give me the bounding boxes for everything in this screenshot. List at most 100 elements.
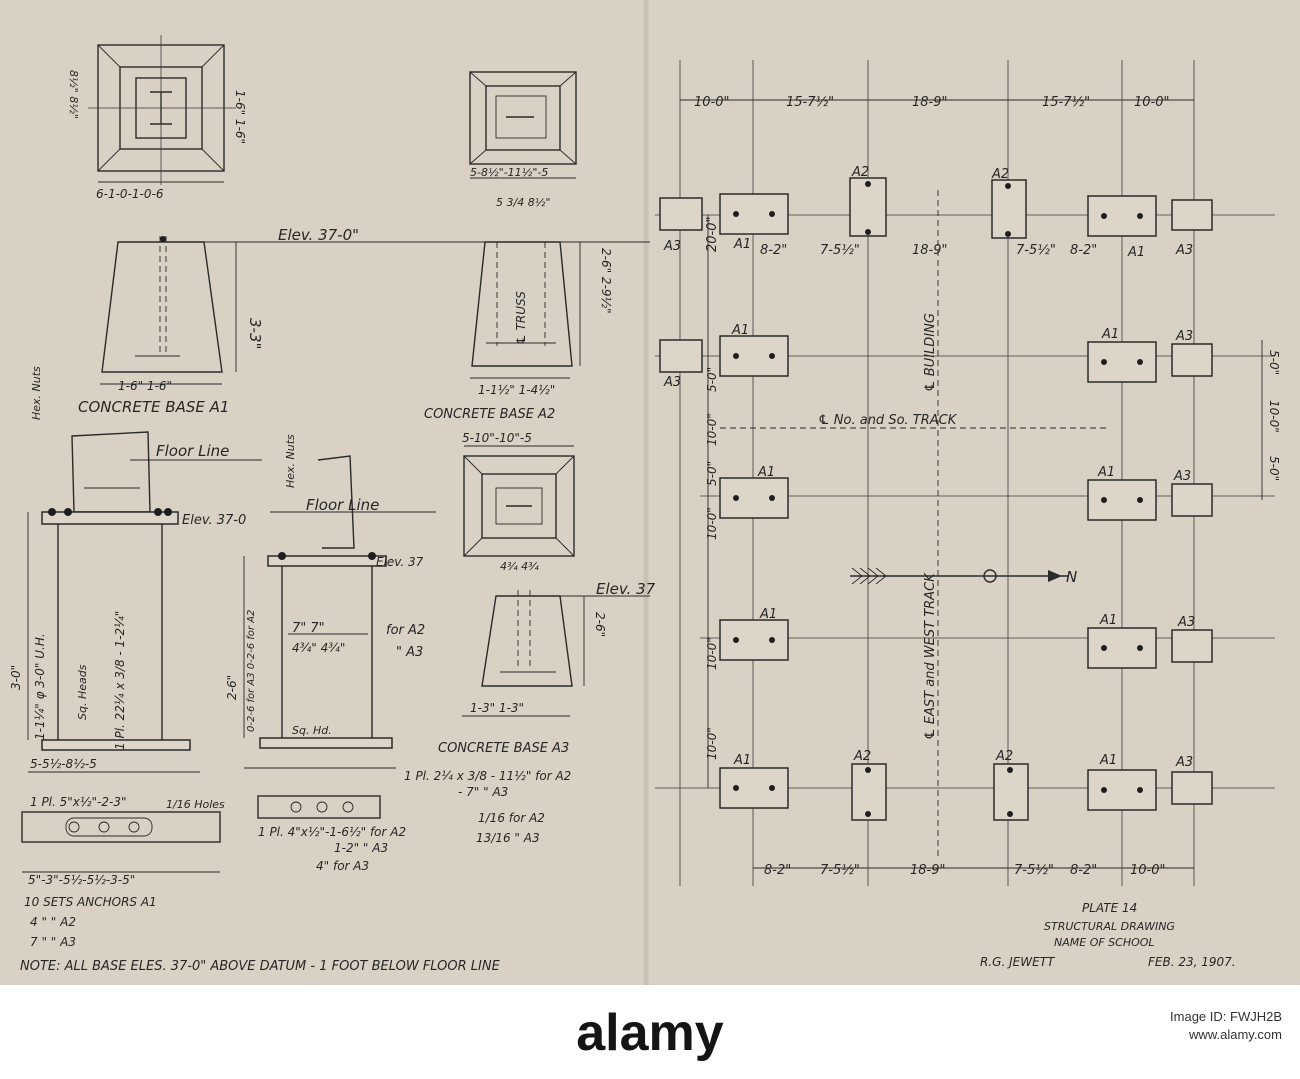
left-dim-5: 10-0"	[705, 507, 719, 540]
footing-a3-plan: 5-10"-10"-5 4¾ 4¾	[462, 431, 575, 573]
right-dim-2: 10-0"	[1267, 400, 1281, 433]
a2-plate-4c: 4" for A3	[316, 859, 369, 873]
watermark-url: www.alamy.com	[1189, 1027, 1282, 1042]
tag-a2-r5b: A2	[995, 749, 1013, 764]
left-dim-2: 5-0"	[705, 367, 719, 392]
a2-tip-height: 2-6"	[225, 675, 239, 700]
a2-plan-sub: 5 3/4 8½"	[496, 196, 550, 209]
a2-holes-a2: 1/16 for A2	[478, 811, 545, 825]
a2-plate-4b: 1-2" " A3	[334, 841, 388, 855]
tag-a3-r2b: A3	[1175, 329, 1193, 344]
tag-a1-r4b: A1	[1099, 613, 1117, 628]
a2-for-a2: for A2	[386, 623, 425, 638]
a3-height: 2-6"	[593, 612, 607, 637]
a2-width: 7" 7"	[292, 621, 325, 636]
author: R.G. JEWETT	[980, 955, 1056, 969]
a2-sq-hd: Sq. Hd.	[292, 724, 332, 737]
mid-dim-3: 18-9"	[912, 243, 947, 258]
bottom-dim-1: 8-2"	[764, 863, 791, 878]
tag-a1-r1: A1	[733, 237, 751, 252]
a1-hex-nuts: Hex. Nuts	[30, 366, 43, 420]
a1-holes: 1/16 Holes	[166, 798, 225, 811]
bottom-dim-2: 7-5½"	[820, 863, 860, 878]
tag-a1-r5: A1	[733, 753, 751, 768]
a3-bottom-dims: 1-3" 1-3"	[470, 701, 524, 715]
tag-a1-r3b: A1	[1097, 465, 1115, 480]
anchor-notes: 10 SETS ANCHORS A1 4 " " A2 7 " " A3 NOT…	[20, 895, 501, 974]
plan-bolts	[733, 181, 1143, 817]
a2-truss-label: ℄ TRUSS	[514, 291, 528, 345]
a2-plate-a2: 1 Pl. 2¼ x 3/8 - 11½" for A2	[404, 769, 571, 783]
a1-plan-side: 1-6" 1-6"	[233, 90, 247, 144]
plate-number: PLATE 14	[1082, 901, 1137, 915]
east-west-track: ℄ EAST and WEST TRACK	[923, 572, 938, 740]
drawing-kind: STRUCTURAL DRAWING	[1044, 920, 1175, 933]
sets-a1: 10 SETS ANCHORS A1	[24, 895, 157, 909]
top-dim-5: 10-0"	[1134, 95, 1169, 110]
tag-a1-r5b: A1	[1099, 753, 1117, 768]
bottom-dim-4: 7-5½"	[1014, 863, 1054, 878]
tag-a3-r3b: A3	[1173, 469, 1191, 484]
a2-for-a3: " A3	[396, 645, 423, 660]
mid-dim-5: 8-2"	[1070, 243, 1097, 258]
a1-floor-line: Floor Line	[156, 442, 229, 460]
anchor-a1-detail: Floor Line Hex. Nuts Elev. 37-0 3-0" 1-1…	[9, 366, 262, 887]
anchor-a2-a3-detail: Floor Line Hex. Nuts Elev. 37 2-6" 0-2-6…	[225, 434, 571, 873]
foundation-plan: 10-0" 15-7½" 18-9" 15-7½" 10-0" 8-2" 7-5…	[655, 60, 1281, 886]
footing-a1-elevation: 3-3" 1-6" 1-6" CONCRETE BASE A1 Elev. 37…	[78, 226, 650, 416]
a2-plate-a3: - 7" " A3	[458, 785, 508, 799]
mid-dim-1: 8-2"	[760, 243, 787, 258]
a2-height-note: 0-2-6 for A3 0-2-6 for A2	[246, 610, 257, 732]
left-dim-7: 10-0"	[705, 727, 719, 760]
a2-hex-nuts: Hex. Nuts	[284, 434, 297, 488]
left-dim-6: 10-0"	[705, 637, 719, 670]
footing-a2-elevation: ℄ TRUSS 2-6" 2-9½" 1-1½" 1-4½" CONCRETE …	[424, 241, 613, 422]
date: FEB. 23, 1907.	[1148, 955, 1236, 969]
sets-a3: 7 " " A3	[30, 935, 76, 949]
right-dim-1: 5-0"	[1267, 350, 1281, 375]
watermark-logo: alamy	[576, 1004, 724, 1062]
tag-a3-r1b: A3	[1175, 243, 1193, 258]
a1-anchor-height: 3-0"	[9, 665, 23, 690]
tag-a1-r2b: A1	[1101, 327, 1119, 342]
watermark-code: Image ID: FWJH2B www.alamy.com	[1170, 1008, 1282, 1044]
left-dim-4: 5-0"	[705, 461, 719, 486]
tag-a1-r4: A1	[759, 607, 777, 622]
a1-top-dims: 8½" 8½"	[67, 70, 80, 119]
top-dim-2: 15-7½"	[786, 95, 834, 110]
tag-a3-r4b: A3	[1177, 615, 1195, 630]
a2-elev: Elev. 37	[376, 555, 424, 569]
a1-plate-label: 1 Pl. 5"x½"-2-3"	[30, 795, 127, 809]
watermark-image-id: Image ID: FWJH2B	[1170, 1009, 1282, 1024]
a1-bolt-length: 1-1¼" φ 3-0" U.H.	[33, 633, 47, 740]
a1-spacing: 5-5½-8½-5	[30, 757, 97, 771]
a1-plan-dims: 6-1-0-1-0-6	[96, 187, 164, 201]
footing-a3-elevation: Elev. 37 2-6" 1-3" 1-3" CONCRETE BASE A3	[438, 580, 656, 756]
bottom-dim-5: 8-2"	[1070, 863, 1097, 878]
top-dim-4: 15-7½"	[1042, 95, 1090, 110]
footing-a1-plan: 6-1-0-1-0-6 1-6" 1-6" 8½" 8½"	[67, 35, 247, 201]
a3-top-dims: 4¾ 4¾	[500, 560, 539, 573]
footing-a2-plan: 5-8½"-11½"-5 5 3/4 8½"	[469, 71, 577, 209]
a2-height: 2-6" 2-9½"	[599, 248, 613, 314]
north-arrow: N	[850, 567, 1077, 586]
a1-sq-heads: Sq. Heads	[76, 664, 89, 720]
title-block: PLATE 14 STRUCTURAL DRAWING NAME OF SCHO…	[980, 901, 1236, 969]
general-note: NOTE: ALL BASE ELES. 37-0" ABOVE DATUM -…	[20, 959, 501, 974]
a2-holes-a3: 13/16 " A3	[476, 831, 540, 845]
a1-hole-spacing: 5"-3"-5½-5½-3-5"	[28, 873, 135, 887]
tag-a1-r1b: A1	[1127, 245, 1145, 260]
tag-a2-r5a: A2	[853, 749, 871, 764]
a2-bottom-dims: 1-1½" 1-4½"	[478, 383, 555, 397]
right-dim-3: 5-0"	[1267, 456, 1281, 481]
tag-a2-r1a: A2	[851, 165, 869, 180]
a2-sub-width: 4¾" 4¾"	[292, 641, 345, 655]
tag-a2-r1b: A2	[991, 167, 1009, 182]
bottom-dim-3: 18-9"	[910, 863, 945, 878]
tag-a1-r2: A1	[731, 323, 749, 338]
a1-plate-vertical: 1 Pl. 22¼ x 3/8 - 1-2¼"	[113, 611, 127, 750]
tag-a1-r3: A1	[757, 465, 775, 480]
elevation-label: Elev. 37-0"	[278, 226, 359, 244]
a2-plate-4: 1 Pl. 4"x½"-1-6½" for A2	[258, 825, 406, 839]
a1-bottom-dims: 1-6" 1-6"	[118, 379, 172, 393]
